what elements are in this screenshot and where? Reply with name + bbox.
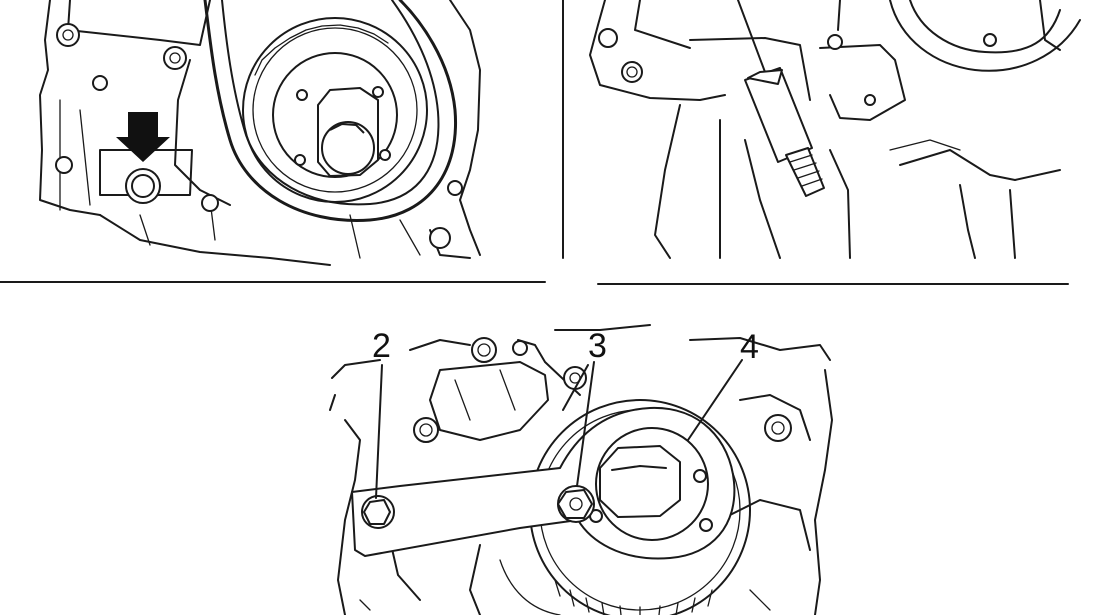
callout-2: 2 [372,327,391,365]
down-arrow-icon [116,112,170,162]
callout-3: 3 [588,327,607,365]
panel-top-right [562,0,1081,259]
panel-top-left [39,0,481,266]
panel-bottom: 2 3 4 [329,324,833,615]
callout-4: 4 [740,328,759,366]
leader-4 [687,359,743,441]
leader-3b [562,364,589,411]
leader-2 [375,364,383,499]
leader-3a [576,361,595,487]
panel-dividers [0,281,1069,285]
